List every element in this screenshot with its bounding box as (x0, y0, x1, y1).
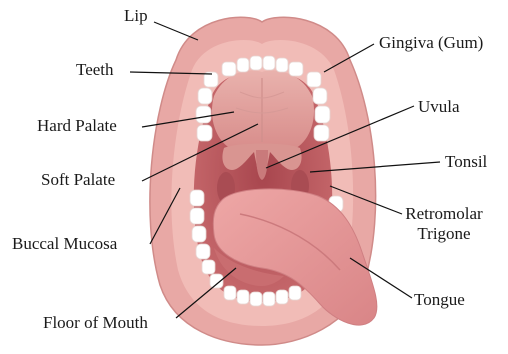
leader-lip (154, 22, 198, 40)
label-retromolar-line2: Trigone (417, 224, 470, 243)
label-retromolar-line1: Retromolar (405, 204, 482, 223)
label-buccal-mucosa: Buccal Mucosa (12, 234, 117, 254)
label-uvula: Uvula (418, 97, 460, 117)
label-tonsil: Tonsil (445, 152, 487, 172)
label-lip: Lip (124, 6, 148, 26)
label-teeth: Teeth (76, 60, 114, 80)
label-gingiva: Gingiva (Gum) (379, 33, 483, 53)
label-floor-of-mouth: Floor of Mouth (43, 313, 148, 333)
hard-palate-shape (212, 70, 314, 149)
label-hard-palate: Hard Palate (37, 116, 117, 136)
label-retromolar-trigone: Retromolar Trigone (394, 204, 494, 244)
label-tongue: Tongue (414, 290, 465, 310)
label-soft-palate: Soft Palate (41, 170, 115, 190)
